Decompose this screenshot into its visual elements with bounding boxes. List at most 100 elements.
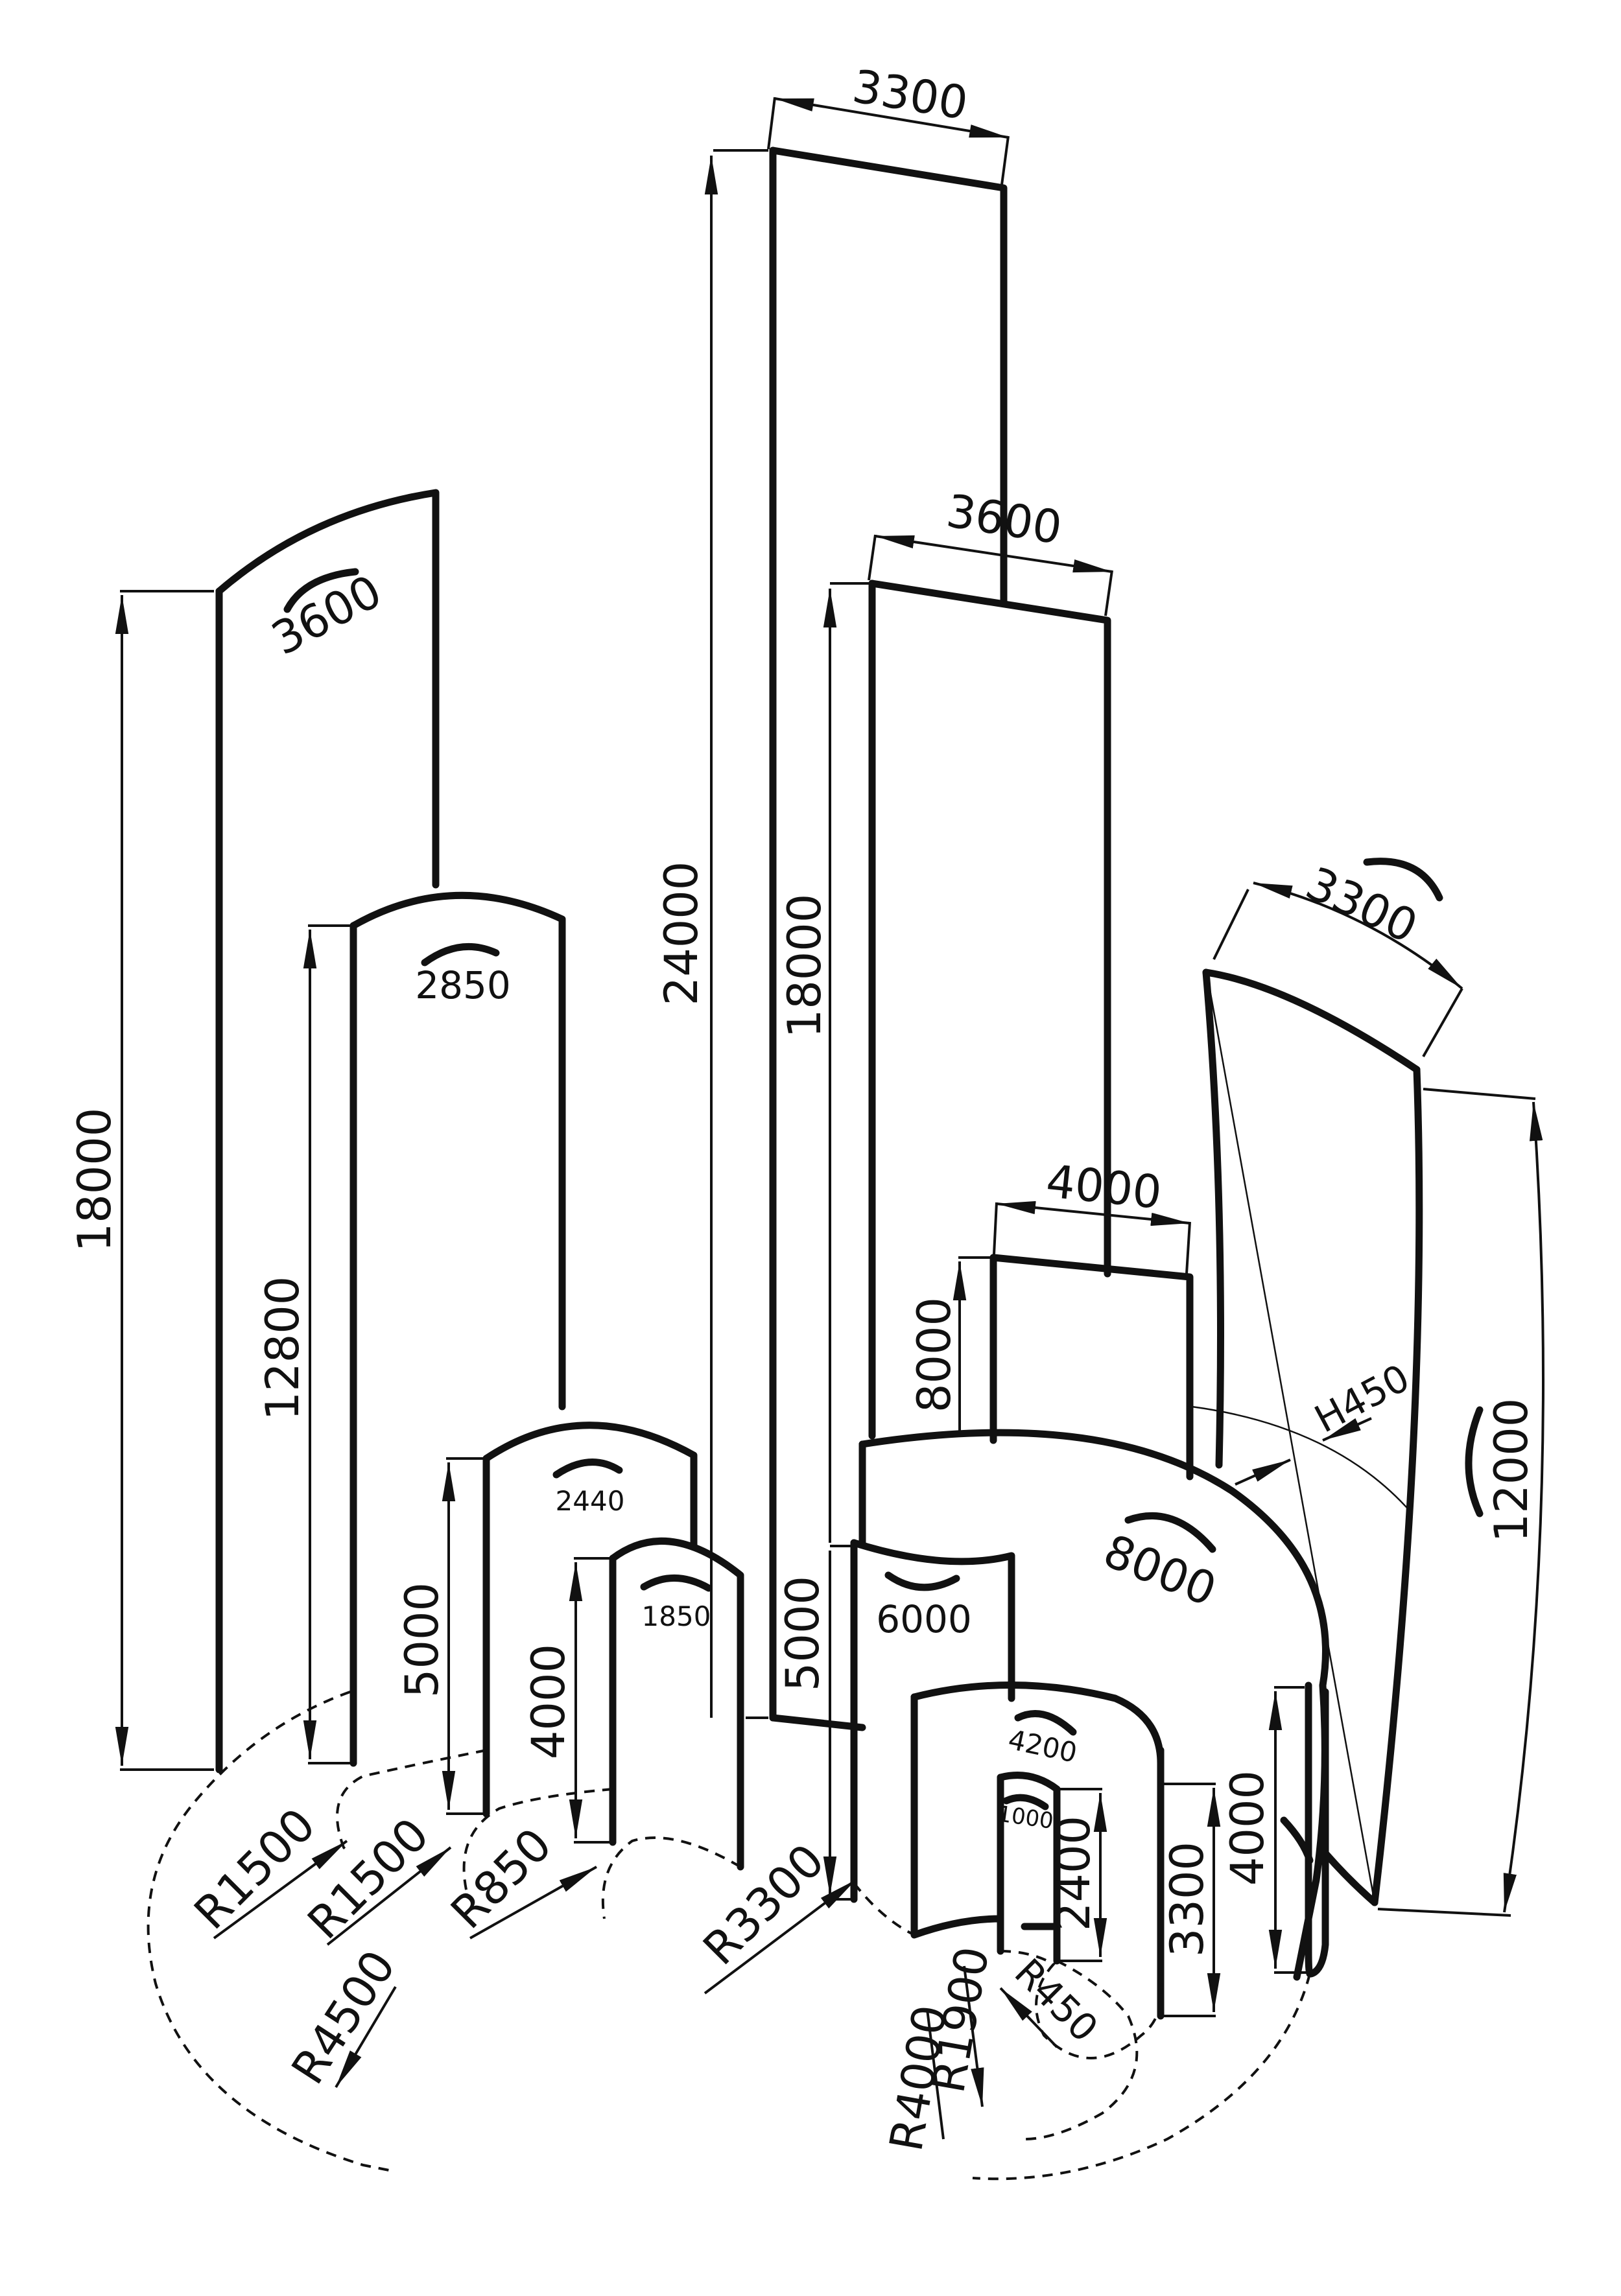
offset-arrow	[1322, 1417, 1372, 1442]
panel-tall-center-bottom	[769, 1714, 866, 1731]
arc-width-icon	[1363, 858, 1443, 902]
label-r450: R450	[1006, 1950, 1107, 2050]
panel-small-right: 3300	[1157, 1746, 1221, 2020]
plan-outlines	[147, 1691, 1311, 2181]
panel-edge-right-outer	[1307, 1688, 1329, 1978]
panel-left-small-top	[482, 1422, 698, 1550]
panel-inner-curve-body	[910, 1693, 1004, 1939]
label-arc-6000: 6000	[876, 1597, 972, 1641]
leader-r1500-b	[326, 1846, 452, 1946]
label-arc-3300-right: 3300	[1298, 856, 1425, 954]
panel-center-low: 4000 8000	[908, 1154, 1194, 1481]
ext-line	[1000, 135, 1010, 185]
offset-arc	[1191, 1405, 1413, 1514]
leader-r450	[999, 1987, 1058, 2048]
label-height-12800: 12800	[256, 1276, 309, 1421]
dim-line-4000	[996, 1201, 1190, 1226]
arc-width-icon	[1014, 1710, 1077, 1736]
curve-segment	[1280, 1816, 1314, 1864]
panel-right-sail-left-edge	[1202, 968, 1224, 1469]
label-width-3600: 3600	[943, 484, 1065, 555]
arc-width-icon	[1002, 1794, 1049, 1810]
arc-width-icon	[884, 1571, 960, 1591]
label-offset-h450: H450	[1308, 1355, 1417, 1441]
dashed-arc-r1500-a	[336, 1749, 487, 1855]
ext-line	[993, 1202, 998, 1255]
label-r4500: R4500	[281, 1941, 406, 2093]
arc-width-icon	[1124, 1512, 1216, 1553]
panel-tall-center: 3300 24000	[655, 60, 1010, 1731]
dashed-arc-r3300	[853, 1882, 915, 1936]
ext-line	[1377, 1908, 1511, 1917]
label-height-4000-left: 4000	[522, 1644, 575, 1759]
panel-left-smallest-top	[609, 1537, 744, 1871]
leader-r4000	[926, 2009, 945, 2140]
arc-width-icon	[552, 1458, 623, 1479]
ext-line	[1104, 570, 1113, 616]
label-height-18000-left: 18000	[68, 1108, 121, 1252]
leader-r850	[469, 1866, 597, 1939]
leader-r1500-a	[213, 1840, 348, 1939]
panel-right-sail-right-edge	[1371, 1066, 1423, 1906]
curve-segment	[1322, 1850, 1378, 1906]
label-height-4000-right: 4000	[1221, 1770, 1274, 1886]
panel-left-tall-top	[215, 489, 440, 889]
dim-arc-12000	[1503, 1101, 1544, 1913]
label-height-2400: 2400	[1047, 1816, 1100, 1931]
panel-tiny-top	[997, 1772, 1061, 1965]
label-r1900: R1900	[921, 1943, 999, 2097]
ext-line	[1423, 1088, 1536, 1100]
dim-arc-3300-right	[1253, 882, 1463, 990]
leader-r4500	[335, 1986, 397, 2089]
arc-width-icon	[283, 568, 359, 613]
panel-center-low-top	[989, 1254, 1194, 1481]
label-width-3300-top: 3300	[849, 60, 971, 130]
label-height-24000: 24000	[655, 861, 708, 1006]
arc-width-icon	[421, 943, 500, 966]
panel-edge-right: 4000	[1221, 1681, 1378, 1978]
panel-left-mid-top	[349, 891, 566, 1411]
label-height-3300: 3300	[1161, 1842, 1214, 1957]
arc-width-icon	[1465, 1406, 1484, 1517]
panel-center-curved-top	[850, 1539, 1015, 1702]
panel-left-mid: 12800 2850	[256, 891, 566, 1767]
ext-line	[868, 534, 877, 581]
diagonal-line	[1206, 975, 1376, 1903]
ext-line	[1422, 988, 1463, 1057]
panel-inner-curve-top	[910, 1681, 1165, 1974]
label-arc-1850: 1850	[642, 1600, 711, 1632]
label-height-12000: 12000	[1485, 1398, 1538, 1543]
panel-center-curved: 5000 6000	[776, 1539, 1015, 1903]
panel-tall-center-top	[769, 146, 1008, 607]
dashed-arc-r1900	[1024, 1960, 1139, 2140]
dashed-arc-r1500-b	[462, 1788, 613, 1893]
arc-width-icon	[640, 1575, 713, 1592]
panel-right-sail: 3300 12000 H450	[1191, 856, 1544, 1917]
label-height-8000: 8000	[908, 1297, 961, 1412]
panel-inner-curve: 4200	[910, 1681, 1165, 1974]
leader-r3300	[704, 1879, 857, 1995]
label-arc-2440: 2440	[556, 1485, 625, 1517]
offset-arrow	[1235, 1458, 1291, 1486]
leader-r1900	[963, 1965, 984, 2107]
label-height-5000-left: 5000	[396, 1582, 449, 1698]
dim-line-3300-top	[774, 97, 1009, 139]
label-height-18000-center: 18000	[778, 894, 831, 1038]
dashed-arc-r4500	[147, 1691, 390, 2172]
panel-tiny: 2400 1000	[996, 1772, 1107, 1965]
panel-left-small: 5000 2440	[396, 1422, 698, 1818]
label-arc-2850: 2850	[415, 963, 511, 1007]
radius-annotations: R1500 R1500 R850 R4500 R3300 R4000 R1900…	[184, 1798, 1107, 2155]
dim-line-3600	[875, 535, 1113, 573]
dashed-arc-r4000	[972, 1973, 1311, 2181]
panel-center-mid-top	[868, 580, 1111, 1278]
panel-left-tall: 18000 3600	[68, 489, 440, 1774]
ext-line	[1213, 889, 1249, 960]
panel-big-curved-top	[858, 1429, 1329, 1689]
panel-left-smallest: 4000 1850	[522, 1537, 744, 1871]
ext-line	[1185, 1221, 1191, 1274]
label-r3300: R3300	[693, 1834, 834, 1975]
ext-line	[767, 97, 776, 150]
dashed-arc-r850	[601, 1836, 742, 1919]
